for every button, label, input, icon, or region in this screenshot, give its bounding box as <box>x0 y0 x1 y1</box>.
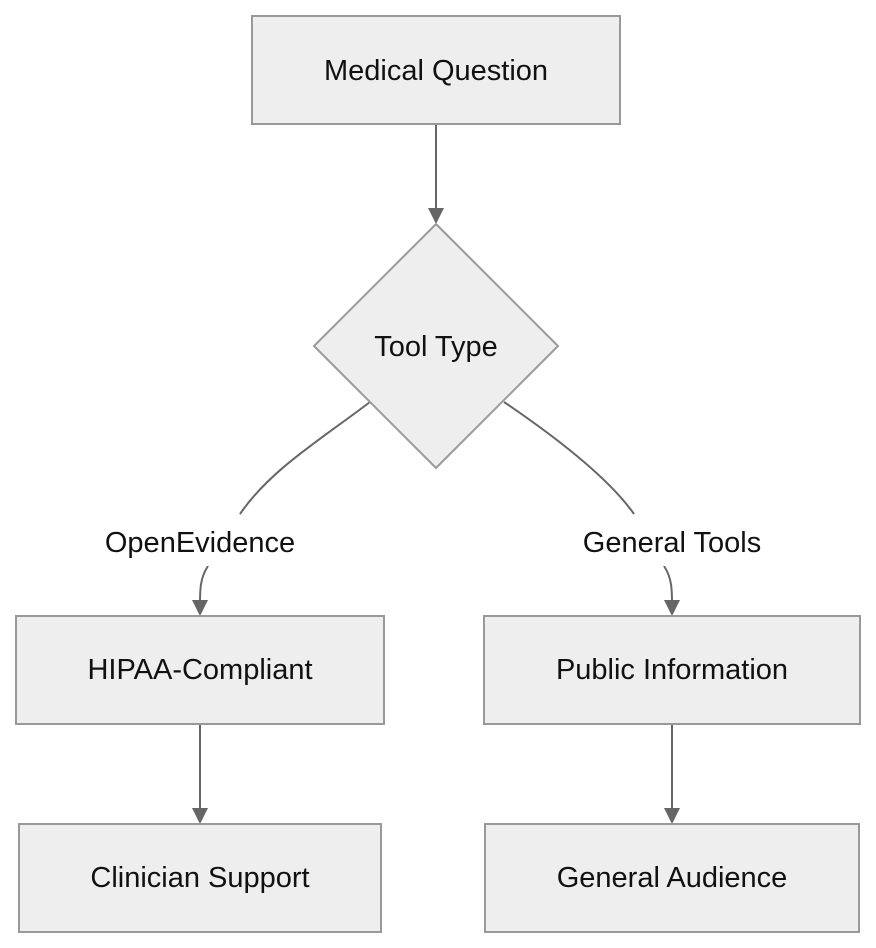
node-hipaa-compliant: HIPAA-Compliant <box>15 615 385 725</box>
edge-generaltools-to-public <box>663 565 673 605</box>
arrowhead-tooltype <box>428 208 444 224</box>
edge-labels: OpenEvidence General Tools <box>88 520 778 566</box>
node-label-public-information: Public Information <box>556 654 788 686</box>
node-label-clinician-support: Clinician Support <box>90 862 309 894</box>
arrowhead-clinician <box>192 808 208 824</box>
node-label-hipaa-compliant: HIPAA-Compliant <box>87 654 312 686</box>
nodes: Medical Question Tool Type HIPAA-Complia… <box>15 15 861 933</box>
edge-label-general-tools: General Tools <box>583 527 761 559</box>
edge-label-openevidence: OpenEvidence <box>105 527 295 559</box>
edge-openevidence-to-hipaa <box>199 565 209 605</box>
edge-tooltype-to-hipaa <box>239 401 371 515</box>
node-label-general-audience: General Audience <box>557 862 788 894</box>
node-public-information: Public Information <box>483 615 861 725</box>
node-general-audience: General Audience <box>484 823 860 933</box>
edge-tooltype-to-public <box>503 401 635 515</box>
node-label-tool-type: Tool Type <box>374 331 498 363</box>
arrowhead-hipaa <box>192 600 208 616</box>
node-medical-question: Medical Question <box>251 15 621 125</box>
node-tool-type: Tool Type <box>312 222 560 470</box>
arrowhead-public <box>664 600 680 616</box>
node-label-medical-question: Medical Question <box>324 55 548 87</box>
node-clinician-support: Clinician Support <box>18 823 382 933</box>
arrowhead-general-audience <box>664 808 680 824</box>
edges <box>192 124 680 824</box>
